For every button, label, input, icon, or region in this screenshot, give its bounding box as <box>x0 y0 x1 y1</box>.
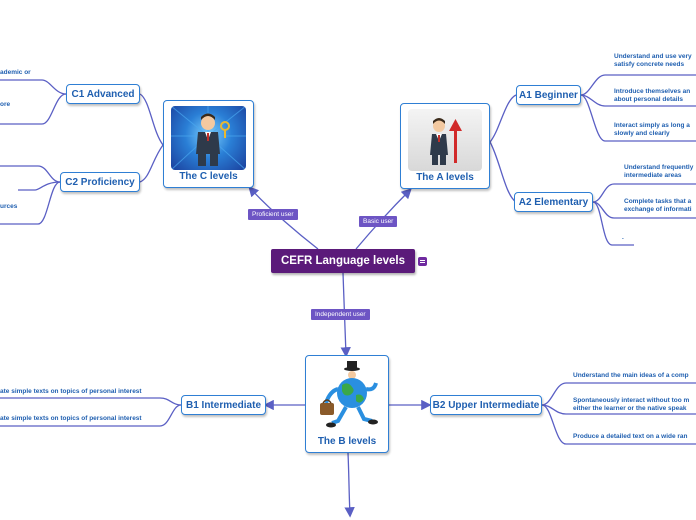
c1-leaf-1[interactable]: ademic or <box>0 69 31 76</box>
a2-leaf-2[interactable]: Complete tasks that a exchange of inform… <box>624 198 692 213</box>
globe-traveler-image <box>312 361 382 433</box>
a-levels-node[interactable]: The A levels <box>400 103 490 189</box>
b2-upper-intermediate-label: B2 Upper Intermediate <box>432 399 540 411</box>
b2-leaf-3[interactable]: Produce a detailed text on a wide ran <box>573 433 688 440</box>
a1-beginner-label: A1 Beginner <box>519 89 578 101</box>
a1-leaf-1[interactable]: Understand and use very satisfy concrete… <box>614 53 692 68</box>
c2-proficiency-node[interactable]: C2 Proficiency <box>60 172 140 192</box>
c-levels-caption: The C levels <box>179 171 238 182</box>
relation-basic-user[interactable]: Basic user <box>359 216 398 227</box>
c1-leaf-2[interactable]: ore <box>0 101 11 108</box>
central-topic[interactable]: CEFR Language levels <box>271 249 415 273</box>
note-icon[interactable] <box>418 257 427 266</box>
c1-advanced-node[interactable]: C1 Advanced <box>66 84 140 104</box>
relation-independent-user[interactable]: Independent user <box>311 309 370 320</box>
a1-leaf-3[interactable]: Interact simply as long a slowly and cle… <box>614 122 690 137</box>
a2-leaf-3[interactable]: . <box>622 234 624 241</box>
a2-leaf-1[interactable]: Understand frequently intermediate areas <box>624 164 694 179</box>
central-topic-title: CEFR Language levels <box>281 255 405 267</box>
relation-proficient-user[interactable]: Proficient user <box>248 209 298 220</box>
c1-advanced-label: C1 Advanced <box>71 88 135 100</box>
a1-beginner-node[interactable]: A1 Beginner <box>516 85 581 105</box>
b1-leaf-2[interactable]: ate simple texts on topics of personal i… <box>0 415 142 422</box>
c2-proficiency-label: C2 Proficiency <box>65 176 135 188</box>
c-levels-node[interactable]: The C levels <box>163 100 254 188</box>
a-levels-caption: The A levels <box>416 172 474 183</box>
connector-c-levels <box>248 186 319 250</box>
businessman-arrow-image <box>408 109 482 171</box>
b2-leaf-1[interactable]: Understand the main ideas of a comp <box>573 372 689 379</box>
a2-elementary-label: A2 Elementary <box>518 196 589 208</box>
b1-intermediate-node[interactable]: B1 Intermediate <box>181 395 266 415</box>
b1-intermediate-label: B1 Intermediate <box>185 399 262 411</box>
connector-b-down <box>344 452 355 518</box>
a1-leaf-2[interactable]: Introduce themselves an about personal d… <box>614 88 691 103</box>
c2-leaf-3[interactable]: urces <box>0 203 18 210</box>
businessman-key-image <box>171 106 246 170</box>
a2-elementary-node[interactable]: A2 Elementary <box>514 192 593 212</box>
b-levels-caption: The B levels <box>317 436 377 447</box>
b2-leaf-2[interactable]: Spontaneously interact without too m eit… <box>573 397 690 412</box>
b1-leaf-1[interactable]: ate simple texts on topics of personal i… <box>0 388 142 395</box>
b-levels-node[interactable]: The B levels <box>305 355 389 453</box>
b2-upper-intermediate-node[interactable]: B2 Upper Intermediate <box>430 395 542 415</box>
